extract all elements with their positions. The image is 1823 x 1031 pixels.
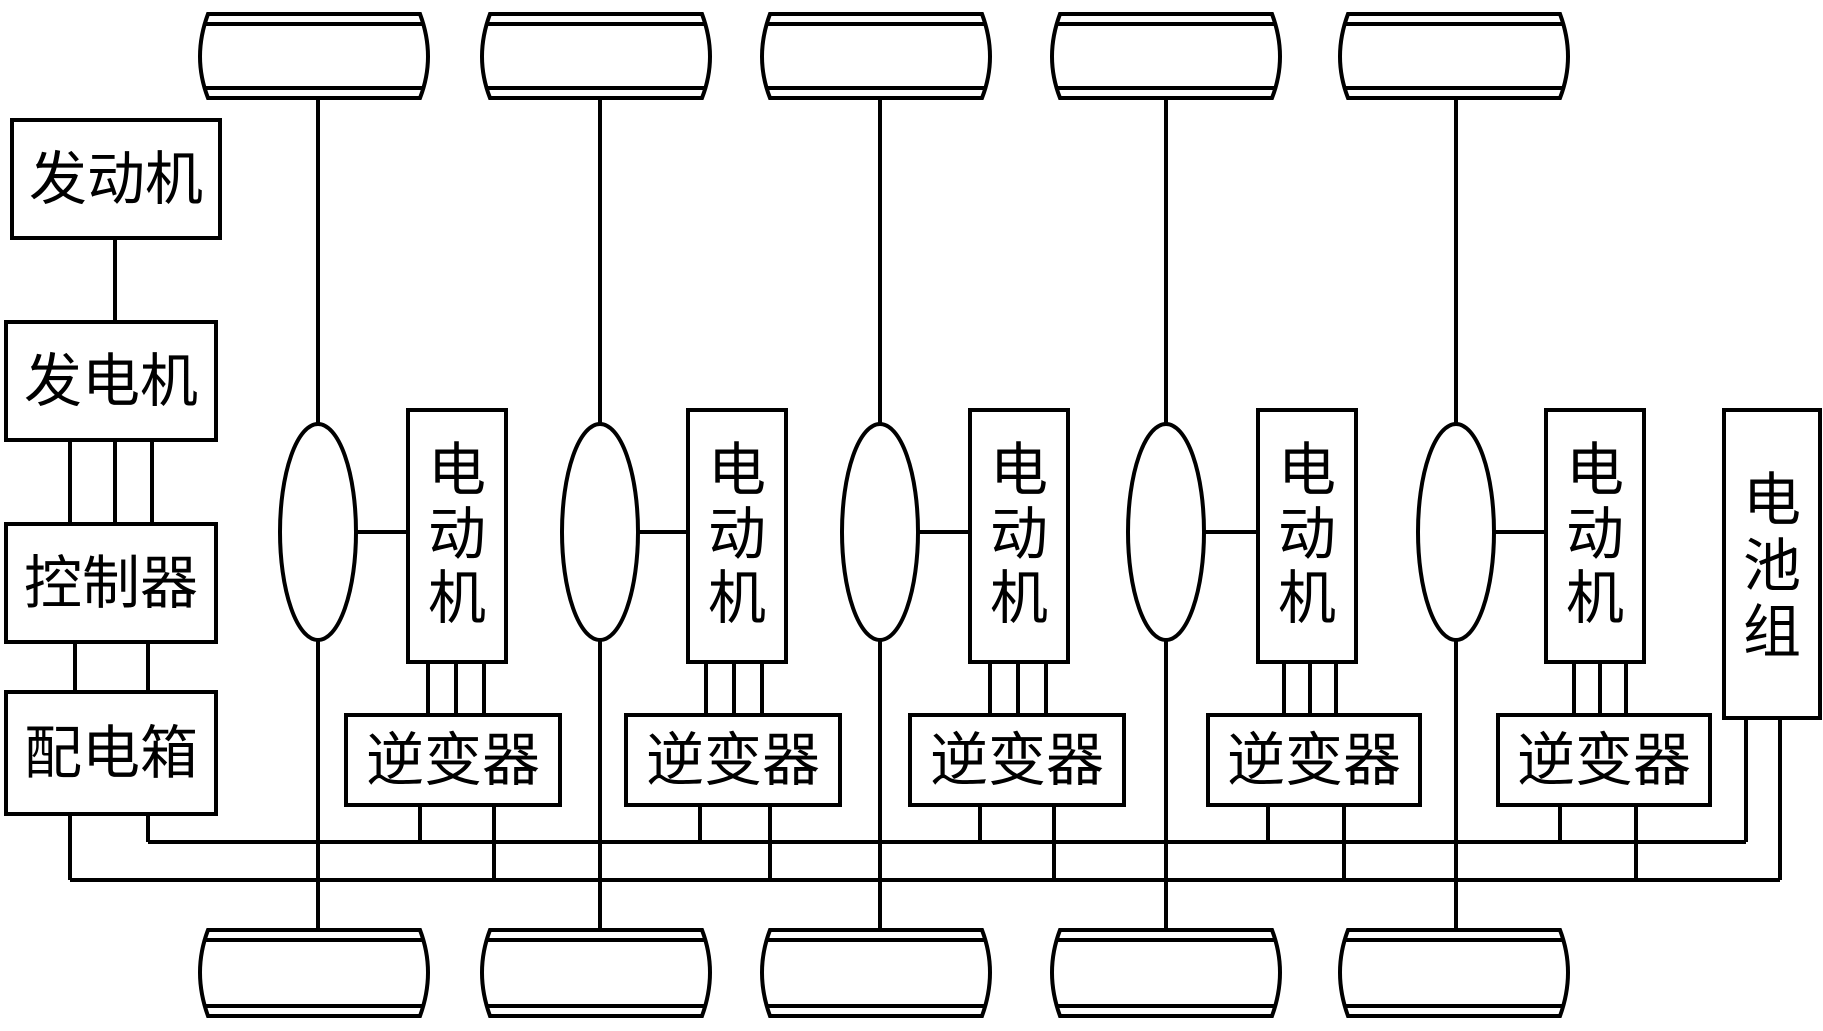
wheels-top — [198, 12, 1570, 100]
motor-5-char-2: 动 — [1566, 500, 1624, 568]
motor-4-char-3: 机 — [1278, 564, 1336, 632]
motor-3-char-2: 动 — [990, 500, 1048, 568]
wheel-bottom-3 — [760, 928, 992, 1018]
wheels-bottom — [198, 928, 1570, 1018]
drive-unit-4: 电 动 机 逆变器 — [1126, 408, 1422, 807]
drive-unit-3: 电 动 机 逆变器 — [840, 408, 1126, 807]
battery-char-1: 电 — [1743, 466, 1801, 534]
motor-1-char-2: 动 — [428, 500, 486, 568]
drive-unit-2: 电 动 机 逆变器 — [560, 408, 842, 807]
motor-1-char-1: 电 — [428, 436, 486, 504]
battery-char-3: 组 — [1743, 598, 1801, 666]
inverter-2-label: 逆变器 — [646, 726, 820, 794]
wheel-top-1 — [198, 12, 430, 100]
engine-box: 发动机 — [10, 118, 222, 240]
differential-3 — [840, 422, 920, 642]
inverter-box-3 — [908, 713, 1126, 807]
differential-4 — [1126, 422, 1206, 642]
battery-box — [1722, 408, 1822, 720]
differential-1 — [278, 422, 358, 642]
battery-pack: 电 池 组 — [1722, 408, 1822, 720]
motor-2-char-3: 机 — [708, 564, 766, 632]
wheel-bottom-1 — [198, 928, 430, 1018]
battery-char-2: 池 — [1743, 532, 1801, 600]
differential-2 — [560, 422, 640, 642]
motor-box-1 — [406, 408, 508, 664]
distribution-box: 配电箱 — [4, 690, 218, 816]
inverter-4-label: 逆变器 — [1227, 726, 1401, 794]
motor-3-char-3: 机 — [990, 564, 1048, 632]
wheel-top-3 — [760, 12, 992, 100]
generator-label: 发电机 — [24, 347, 198, 415]
motor-3-char-1: 电 — [990, 436, 1048, 504]
motor-4-char-2: 动 — [1278, 500, 1336, 568]
controller-label: 控制器 — [24, 549, 198, 617]
power-bus — [68, 718, 1782, 882]
drive-unit-5: 电 动 机 逆变器 — [1416, 408, 1712, 807]
motor-box-4 — [1256, 408, 1358, 664]
wheel-bottom-5 — [1338, 928, 1570, 1018]
motor-4-char-1: 电 — [1278, 436, 1336, 504]
motor-5-char-1: 电 — [1566, 436, 1624, 504]
motor-2-char-1: 电 — [708, 436, 766, 504]
motor-box-5 — [1544, 408, 1646, 664]
wheel-top-4 — [1050, 12, 1282, 100]
inverter-box-2 — [624, 713, 842, 807]
distribution-box-label: 配电箱 — [24, 719, 198, 787]
generator-box: 发电机 — [4, 320, 218, 442]
motor-5-char-3: 机 — [1566, 564, 1624, 632]
differential-5 — [1416, 422, 1496, 642]
inverter-box-1 — [344, 713, 562, 807]
inverter-box-5 — [1496, 713, 1712, 807]
wheel-bottom-4 — [1050, 928, 1282, 1018]
drive-unit-1: 电 动 机 逆变器 — [278, 408, 562, 807]
motor-box-2 — [686, 408, 788, 664]
inverter-1-label: 逆变器 — [366, 726, 540, 794]
motor-box-3 — [968, 408, 1070, 664]
wheel-bottom-2 — [480, 928, 712, 1018]
motor-1-char-3: 机 — [428, 564, 486, 632]
inverter-box-4 — [1206, 713, 1422, 807]
motor-2-char-2: 动 — [708, 500, 766, 568]
wheel-top-2 — [480, 12, 712, 100]
left-chain-connectors — [68, 238, 154, 692]
inverter-5-label: 逆变器 — [1517, 726, 1691, 794]
wheel-top-5 — [1338, 12, 1570, 100]
engine-label: 发动机 — [29, 145, 203, 213]
inverter-3-label: 逆变器 — [930, 726, 1104, 794]
controller-box: 控制器 — [4, 522, 218, 644]
